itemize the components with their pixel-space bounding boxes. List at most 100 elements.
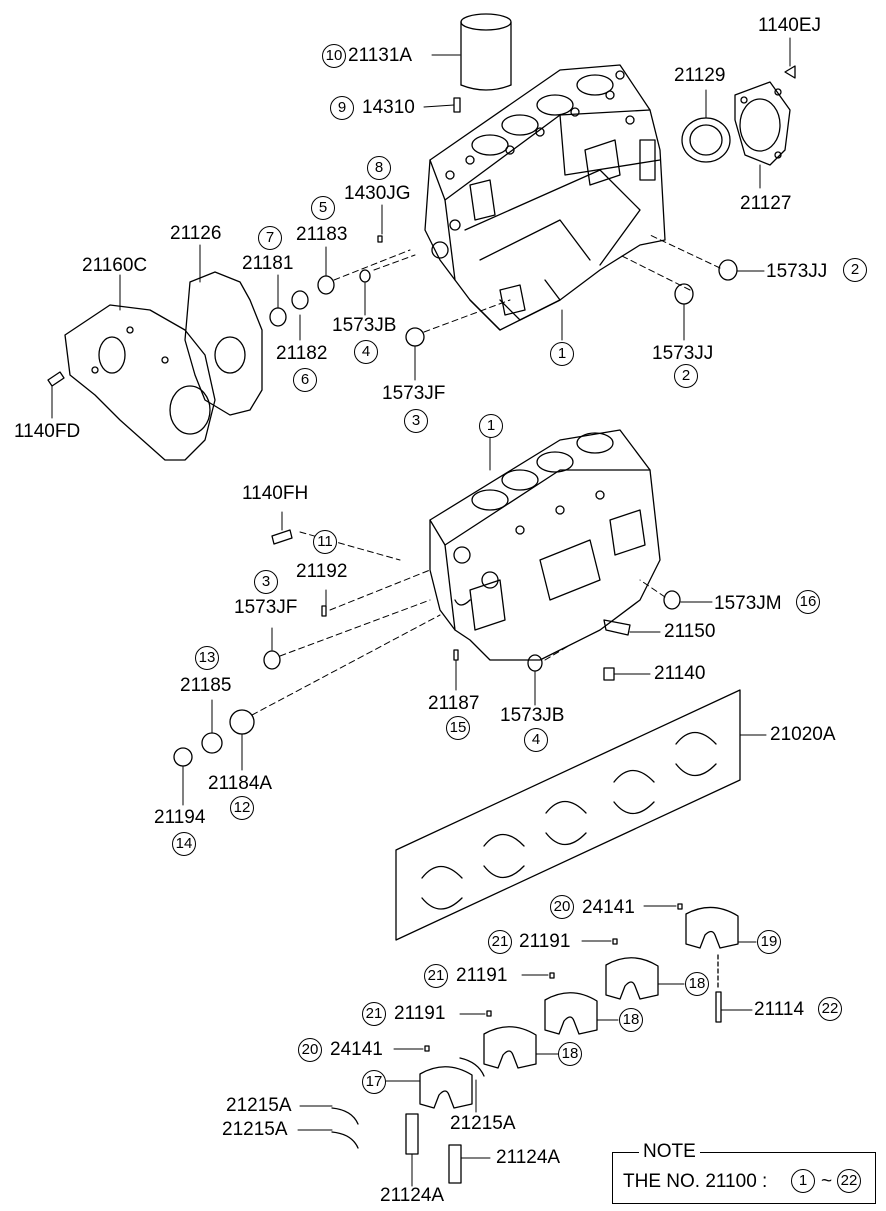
callout-number-6: 6 bbox=[293, 368, 317, 392]
callout-number-20-lower: 20 bbox=[298, 1038, 322, 1062]
bush-21183-drawing bbox=[317, 275, 335, 295]
side-seal-b-drawing bbox=[448, 1144, 462, 1184]
note-range-end: 22 bbox=[837, 1169, 861, 1193]
part-code-21150: 21150 bbox=[664, 621, 716, 642]
pin-1430JG-drawing bbox=[377, 235, 383, 243]
callout-number-3-upper: 3 bbox=[404, 409, 428, 433]
main-bearing-set-frame bbox=[395, 689, 741, 941]
part-code-1573JB-lower: 1573JB bbox=[500, 705, 565, 726]
callout-number-4-upper: 4 bbox=[354, 340, 378, 364]
part-code-24141-upper: 24141 bbox=[582, 897, 635, 918]
callout-number-14: 14 bbox=[172, 832, 196, 856]
note-box: NOTE THE NO. 21100 : 1 ~ 22 bbox=[612, 1142, 876, 1204]
part-code-21184A: 21184A bbox=[208, 773, 273, 794]
part-code-21114: 21114 bbox=[754, 999, 805, 1020]
part-code-21020A: 21020A bbox=[770, 724, 836, 745]
part-code-21124A-b: 21124A bbox=[380, 1185, 445, 1206]
callout-number-2-upper: 2 bbox=[843, 258, 867, 282]
plug-1573JF-upper-drawing bbox=[405, 327, 425, 347]
callout-number-20-upper: 20 bbox=[550, 895, 574, 919]
part-code-1140FH: 1140FH bbox=[242, 483, 309, 504]
bush-21194-drawing bbox=[173, 747, 193, 767]
bolt-1140FD-drawing bbox=[47, 371, 65, 387]
side-seal-a-drawing bbox=[405, 1113, 419, 1155]
oil-jet-21150-drawing bbox=[603, 619, 631, 636]
part-code-1140EJ: 1140EJ bbox=[758, 15, 822, 36]
callout-number-10: 10 bbox=[322, 44, 346, 68]
part-code-21140: 21140 bbox=[654, 663, 706, 684]
part-code-1140FD: 1140FD bbox=[14, 421, 81, 442]
callout-number-19: 19 bbox=[757, 930, 781, 954]
bolt-1140EJ-drawing bbox=[784, 65, 796, 79]
part-code-21185: 21185 bbox=[180, 675, 232, 696]
part-code-21131A: 21131A bbox=[348, 45, 413, 66]
part-code-1573JF-upper: 1573JF bbox=[382, 383, 446, 404]
callout-number-4-lower: 4 bbox=[524, 728, 548, 752]
bearing-cap-19-drawing bbox=[685, 906, 739, 949]
front-plate-drawing bbox=[64, 304, 216, 461]
callout-number-9: 9 bbox=[330, 96, 354, 120]
callout-number-21-b: 21 bbox=[424, 964, 448, 988]
rear-oil-seal-drawing bbox=[681, 117, 731, 163]
plug-1573JJ-upper-drawing bbox=[718, 259, 738, 281]
part-code-21127: 21127 bbox=[740, 193, 792, 214]
callout-number-1-lower: 1 bbox=[479, 414, 503, 438]
part-code-21182: 21182 bbox=[276, 343, 328, 364]
part-code-21181: 21181 bbox=[242, 253, 294, 274]
part-code-21126: 21126 bbox=[170, 223, 222, 244]
part-code-1573JB-upper: 1573JB bbox=[332, 315, 397, 336]
bush-21184A-drawing bbox=[229, 709, 255, 735]
cylinder-liner-drawing bbox=[460, 13, 512, 91]
pin-21187-drawing bbox=[453, 649, 459, 661]
callout-number-8: 8 bbox=[367, 156, 391, 180]
bolt-1140FH-drawing bbox=[271, 529, 293, 545]
plug-1573JF-lower-drawing bbox=[263, 650, 281, 670]
part-code-1573JJ-lower: 1573JJ bbox=[652, 343, 714, 364]
thrust-washer-c-drawing bbox=[459, 1057, 485, 1077]
callout-number-7: 7 bbox=[258, 226, 282, 250]
bearing-cap-18b-drawing bbox=[544, 992, 598, 1035]
callout-number-2-lower: 2 bbox=[674, 364, 698, 388]
part-code-1573JF-lower: 1573JF bbox=[234, 597, 298, 618]
part-code-21183: 21183 bbox=[296, 224, 348, 245]
part-code-1573JM: 1573JM bbox=[714, 593, 782, 614]
part-code-21187: 21187 bbox=[428, 693, 480, 714]
bush-21181-drawing bbox=[269, 307, 287, 327]
part-code-21192: 21192 bbox=[296, 561, 348, 582]
part-code-1573JJ-upper: 1573JJ bbox=[766, 261, 828, 282]
part-code-21194: 21194 bbox=[154, 807, 206, 828]
part-code-21124A-a: 21124A bbox=[496, 1147, 561, 1168]
dowel-pin-14310-drawing bbox=[453, 97, 461, 113]
callout-number-11: 11 bbox=[313, 530, 337, 554]
note-text: THE NO. 21100 : bbox=[623, 1171, 768, 1192]
callout-number-3-lower: 3 bbox=[254, 570, 278, 594]
callout-number-18-a: 18 bbox=[685, 972, 709, 996]
callout-number-5: 5 bbox=[311, 196, 335, 220]
callout-number-15: 15 bbox=[446, 716, 470, 740]
plug-1573JB-lower-drawing bbox=[527, 654, 543, 672]
part-code-21215A-c: 21215A bbox=[450, 1113, 516, 1134]
cap-bolt-21114-drawing bbox=[715, 991, 722, 1023]
part-code-21129: 21129 bbox=[674, 65, 726, 86]
plug-1573JM-drawing bbox=[663, 590, 681, 610]
part-code-21160C: 21160C bbox=[82, 255, 148, 276]
lower-cylinder-block-drawing bbox=[429, 429, 661, 661]
bolt-21140-drawing bbox=[603, 667, 615, 681]
callout-number-22: 22 bbox=[818, 997, 842, 1021]
bearing-cap-18c-drawing bbox=[483, 1026, 537, 1069]
main-bearing-shells-drawing bbox=[421, 731, 717, 910]
callout-number-21-a: 21 bbox=[488, 930, 512, 954]
note-range-start: 1 bbox=[791, 1169, 815, 1193]
callout-number-12: 12 bbox=[230, 796, 254, 820]
callout-number-16: 16 bbox=[796, 590, 820, 614]
callout-number-18-c: 18 bbox=[558, 1042, 582, 1066]
plug-1573JJ-lower-drawing bbox=[674, 283, 694, 305]
part-code-21191-c: 21191 bbox=[394, 1003, 446, 1024]
plug-1573JB-upper-drawing bbox=[359, 269, 371, 283]
upper-cylinder-block-drawing bbox=[424, 64, 666, 331]
pin-21192-drawing bbox=[321, 605, 327, 617]
callout-number-17: 17 bbox=[362, 1070, 386, 1094]
front-plate-gasket-drawing bbox=[184, 271, 263, 416]
